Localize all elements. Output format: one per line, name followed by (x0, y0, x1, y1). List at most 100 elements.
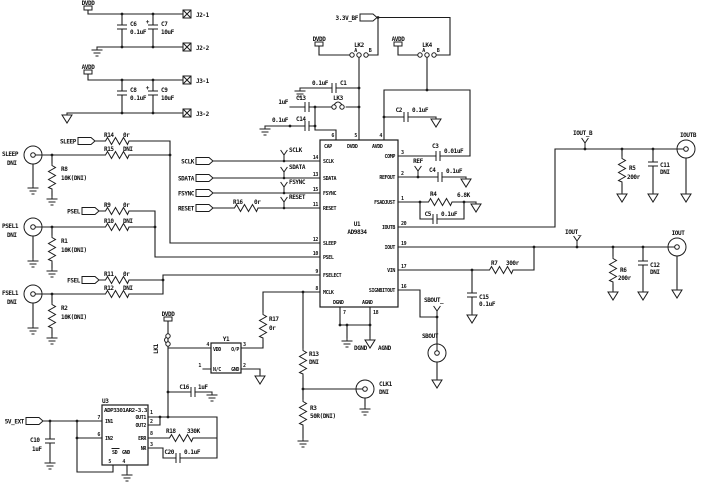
sleep-bnc-icon (23, 145, 43, 165)
ground-triangle-icon (607, 289, 619, 301)
psel1-bnc-note: DNI (7, 232, 17, 239)
r13-ref: R13 (309, 351, 319, 358)
u3-pinnum-3: 3 (150, 442, 153, 448)
sdata-testpoint-label: SDATA (289, 164, 306, 171)
resistor-r6-icon (609, 255, 617, 285)
c8-value: 0.1uF (130, 95, 147, 102)
u1-ref: U1 (354, 221, 361, 228)
ground-icon (27, 257, 39, 268)
v33bf-tag-icon (359, 13, 378, 22)
r12-ref: R12 (104, 285, 114, 292)
r8-value: 10K(DNI) (61, 175, 87, 182)
r14-value: 0r (123, 132, 130, 139)
u1-pinnum-8: 8 (315, 286, 318, 292)
resistor-r18-icon (166, 434, 196, 442)
v5ext-tag-icon (25, 417, 44, 425)
r9-value: 0r (123, 202, 130, 209)
sbout-testpoint-label: SBOUT_ (424, 297, 444, 304)
y1-pinnum-4: 4 (206, 342, 209, 348)
c4-value: 0.1uF (446, 168, 463, 175)
ic-u3-adp3301: U3 ADP3301AR2-3.3 IN1 IN2 SD GND OUT1 OU… (97, 398, 153, 482)
u3-pinnum-2: 2 (150, 419, 153, 425)
u1-pin-comp: COMP (385, 154, 396, 160)
fsync-testpoint-icon (280, 181, 288, 194)
r7-ref: R7 (491, 260, 498, 267)
sclk-testpoint-icon (280, 149, 288, 162)
sbout-output-circuit: SBOUT_ SBOUT (422, 297, 447, 389)
r8-ref: R8 (61, 166, 68, 173)
sleep-input-group: SLEEP R14 0r R15 DNI SLEEP DNI R8 10K(DN… (2, 132, 134, 206)
u1-pin-ioutb: IOUTB (382, 225, 395, 231)
fsel-tag-label: FSEL (67, 278, 81, 285)
ground-triangle-icon (680, 191, 692, 203)
lk2-pos-b: B (369, 48, 372, 54)
psel-input-group: PSEL R9 0r R10 DNI PSEL1 DNI R1 10K(DNI) (2, 202, 134, 278)
c20-ref: C20 (164, 449, 174, 456)
wires-top-power (264, 16, 471, 157)
psel1-bnc-icon (23, 217, 43, 237)
fsync-testpoint-label: FSYNC (289, 179, 306, 186)
sclk-tag-icon (195, 157, 214, 165)
wires-left-inputs (32, 140, 321, 336)
y1-ref: Y1 (223, 336, 230, 343)
ground-icon (259, 125, 271, 136)
c15-value: 0.1uF (479, 301, 496, 308)
u1-pinnum-12: 12 (313, 237, 319, 243)
j3-1-label: J3-1 (196, 78, 210, 85)
c11-value: DNI (660, 169, 670, 176)
capacitor-c1-icon (331, 82, 337, 94)
psel1-bnc-label: PSEL1 (2, 223, 19, 230)
ground-icon (27, 184, 39, 195)
c14-ref: C14 (296, 116, 306, 123)
ref-testpoint-label: REF (413, 158, 423, 165)
resistor-r2-icon (48, 301, 56, 331)
ground-triangle-icon (460, 176, 472, 188)
u1-pin-sdata: SDATA (323, 176, 336, 182)
r11-value: 0r (123, 271, 130, 278)
resistor-r13-icon (299, 347, 307, 377)
ioutb-testpoint-icon (581, 137, 589, 150)
r2-ref: R2 (61, 305, 68, 312)
c9-ref: C9 (161, 87, 168, 94)
y1-pinnum-3: 3 (243, 342, 246, 348)
r13-value: DNI (309, 359, 319, 366)
jumper-lk4: LK4 A B (417, 42, 440, 58)
c11-ref: C11 (660, 162, 670, 169)
fsel1-bnc-note: DNI (7, 299, 17, 306)
resistor-r17-icon (259, 311, 267, 341)
ground-triangle-icon (671, 287, 683, 299)
jumper-lk2: LK2 A B (349, 42, 372, 58)
u1-pinnum-2: 2 (401, 171, 404, 177)
capacitor-c16-icon (190, 386, 196, 398)
r7-value: 300r (506, 260, 520, 267)
capacitor-c2-icon (403, 111, 409, 123)
sleep-bnc-note: DNI (7, 160, 17, 167)
serial-input-tags: SCLK SDATA FSYNC RESET R16 0r SCLK SDATA… (178, 147, 306, 213)
r10-value: DNI (123, 218, 133, 225)
sbout-testpoint-icon (433, 305, 441, 318)
lk3-label: LK3 (333, 95, 343, 102)
u1-pin-sclk: SCLK (323, 159, 334, 165)
iout-bnc-icon (667, 237, 687, 257)
ground-triangle-icon (466, 312, 478, 324)
lk3-link-arc (333, 101, 343, 106)
r5-value: 200r (627, 174, 641, 181)
c7-plus: + (146, 19, 150, 26)
u3-pinnum-8: 8 (150, 431, 153, 437)
u1-pinnum-13: 13 (313, 172, 319, 178)
capacitor-c11-icon (647, 161, 659, 167)
capacitor-c5-icon (432, 213, 438, 225)
jumper-lk1: LK1 (153, 333, 171, 354)
u3-part: ADP3301AR2-3.3 (104, 408, 147, 414)
u1-pinnum-7: 7 (343, 310, 346, 316)
u1-pinnum-20: 20 (401, 221, 407, 227)
ioutb-bnc-label: IOUTB (680, 132, 697, 139)
lk1-label: LK1 (153, 343, 160, 353)
capacitor-c3-icon (435, 150, 441, 162)
fsel1-bnc-label: FSEL1 (2, 290, 19, 297)
u1-pin-agnd: AGND (362, 300, 373, 306)
psel-tag-icon (81, 207, 100, 215)
y1-pin-gnd: GND (231, 367, 239, 373)
capacitor-c4-icon (437, 171, 443, 183)
